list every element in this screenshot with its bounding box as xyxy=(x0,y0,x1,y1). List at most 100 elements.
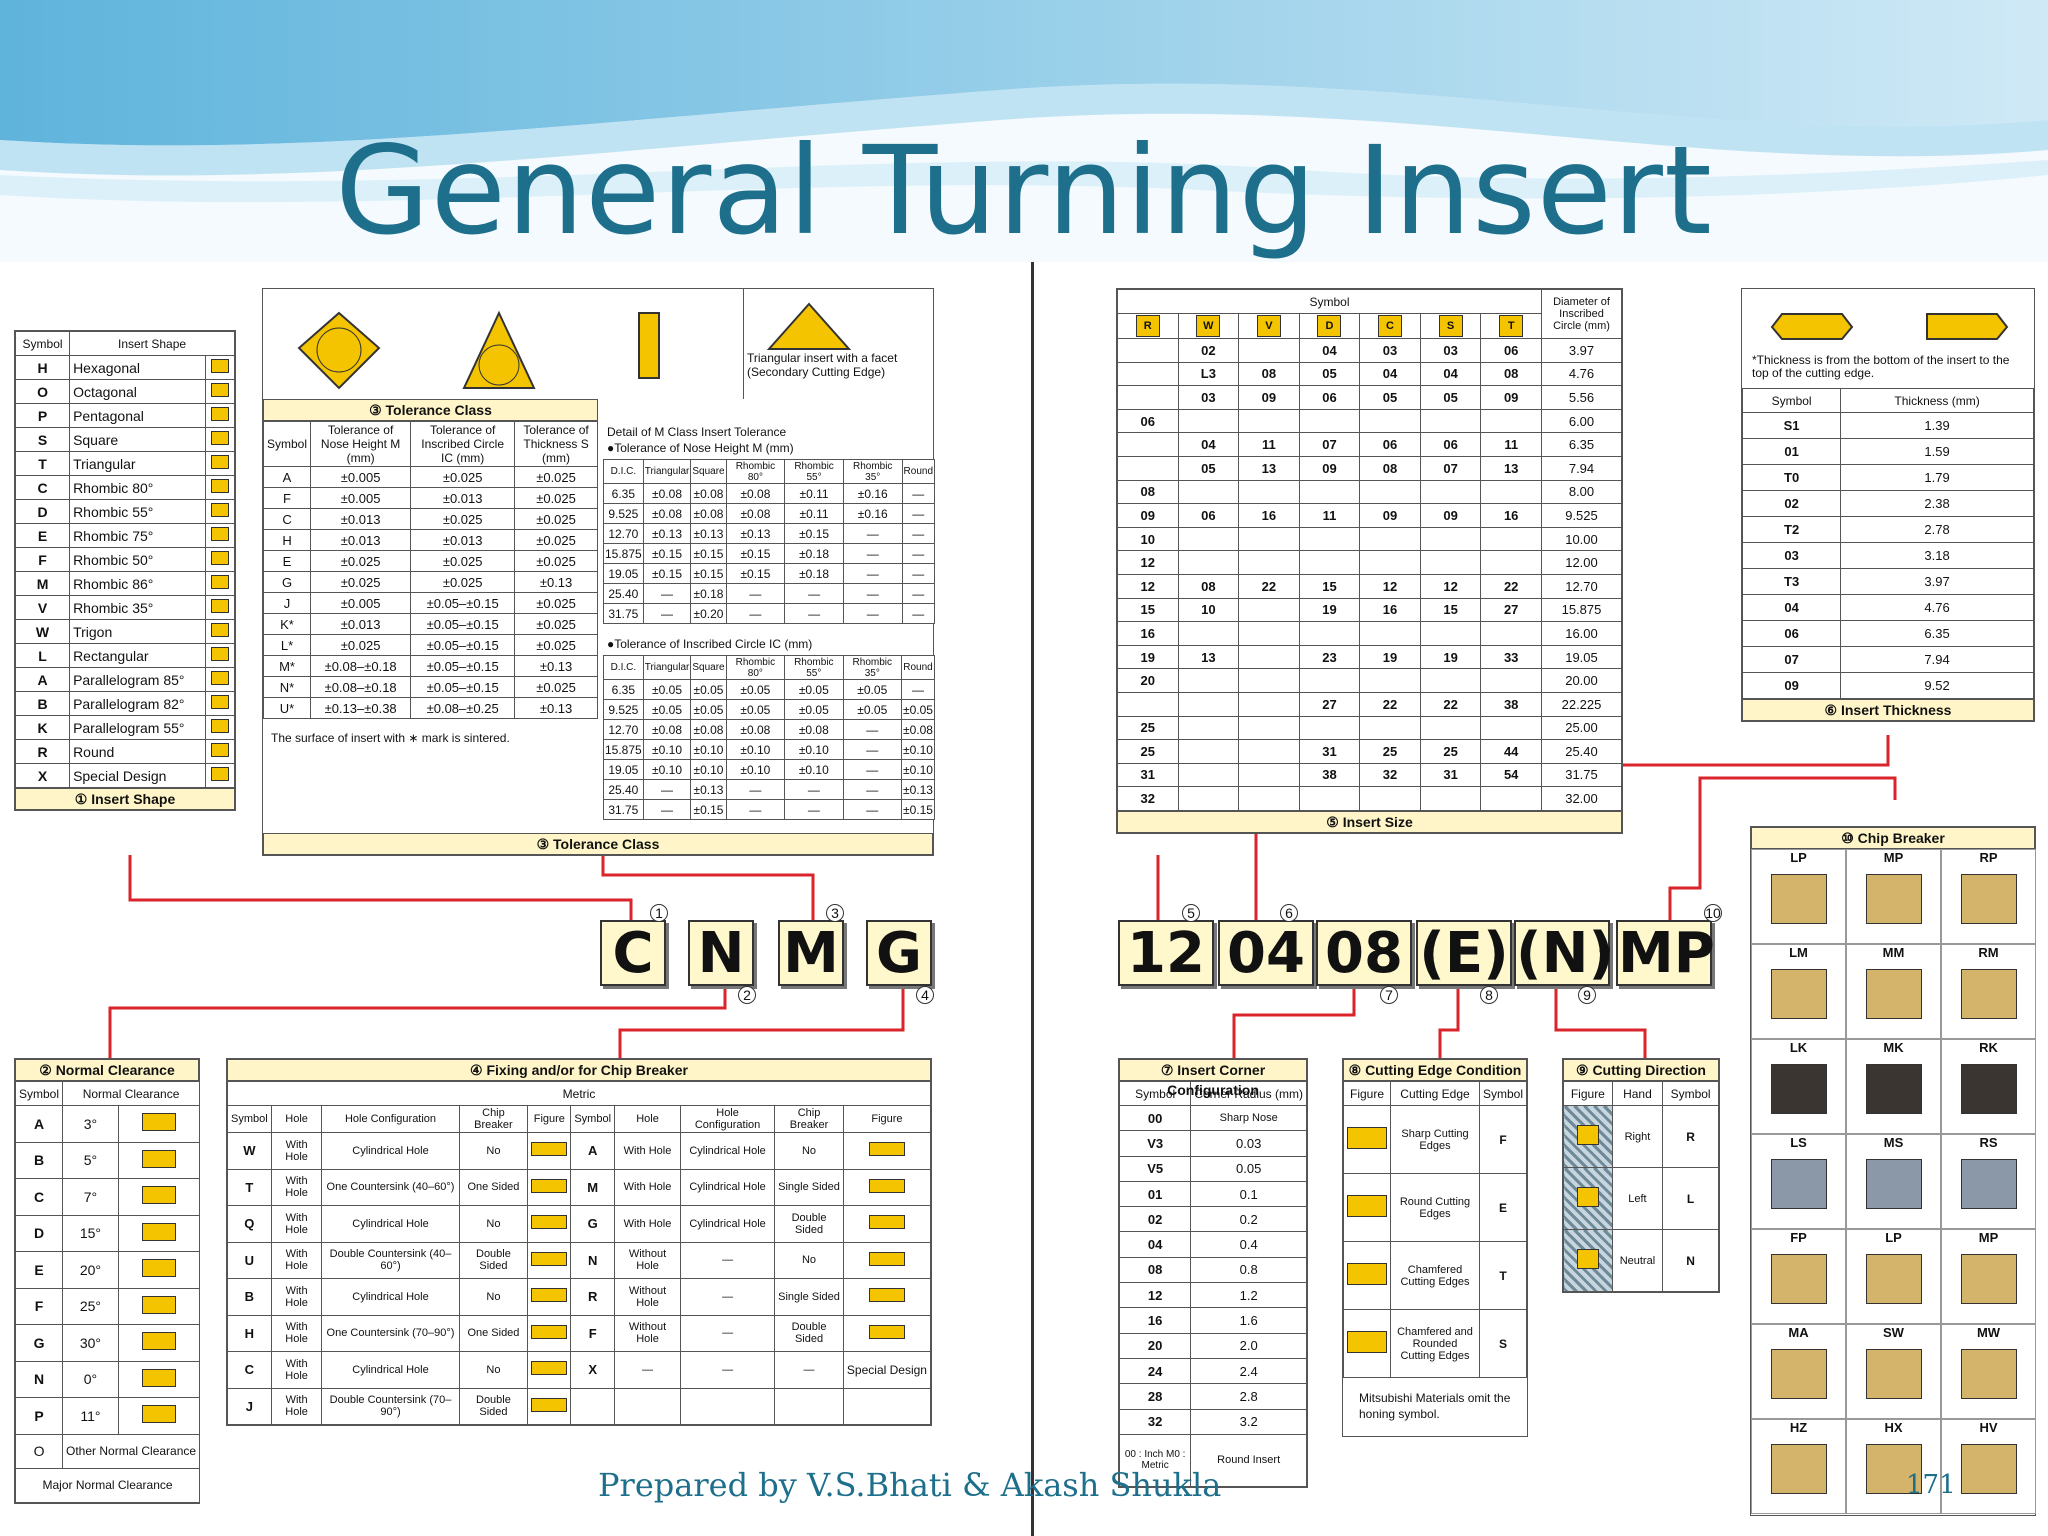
ic-cell: ±0.05 xyxy=(642,699,692,720)
nose-cell: — xyxy=(842,563,903,584)
size-cell: 16.00 xyxy=(1541,621,1622,646)
size-cell: 16 xyxy=(1117,621,1179,646)
size-cell: 04 xyxy=(1419,361,1482,387)
size-cell: 19 xyxy=(1419,644,1482,670)
fixing-cell: Double Sided xyxy=(458,1387,529,1425)
fixing-cell: W xyxy=(227,1132,272,1170)
chip-breaker-label: LP xyxy=(1885,1230,1902,1245)
tolerance-cell: ±0.025 xyxy=(514,529,598,551)
fixing-cell: Cylindrical Hole xyxy=(679,1168,776,1206)
nose-cell: ±0.16 xyxy=(842,503,903,524)
tolerance-cell: ±0.025 xyxy=(514,550,598,572)
size-cell: 06 xyxy=(1419,432,1482,457)
fixing-figure xyxy=(842,1241,932,1279)
thickness-value: 7.94 xyxy=(1840,646,2034,673)
marker-6: 6 xyxy=(1280,904,1298,922)
nose-cell: ±0.08 xyxy=(690,503,727,524)
size-cell: 32 xyxy=(1117,786,1179,811)
ic-row: 6.35±0.05±0.05±0.05±0.05±0.05— xyxy=(603,679,935,700)
shape-name: Parallelogram 55° xyxy=(69,715,207,740)
size-cell xyxy=(1298,621,1361,646)
insert-photo-icon xyxy=(1865,1444,1922,1494)
tolerance-cell: ±0.025 xyxy=(310,571,412,593)
tolerance-cell: ±0.13 xyxy=(514,571,598,593)
fixing-figure-icon xyxy=(531,1397,568,1412)
shape-icon xyxy=(205,691,235,716)
direction-insert-icon xyxy=(1576,1125,1599,1145)
thickness-note: *Thickness is from the bottom of the ins… xyxy=(1752,353,2010,380)
size-cell xyxy=(1359,408,1421,434)
corner-radius: 2.8 xyxy=(1190,1383,1307,1410)
fixing-header: Hole xyxy=(270,1105,323,1133)
insert-photo-icon xyxy=(1865,969,1922,1019)
fixing-figure-icon xyxy=(531,1215,568,1230)
thickness-symbol: 07 xyxy=(1741,646,1842,673)
nose-cell: ±0.18 xyxy=(784,543,844,564)
tolerance-cell: ±0.025 xyxy=(410,508,516,530)
nose-cell: — xyxy=(842,603,903,624)
edge-figure xyxy=(1343,1241,1391,1310)
chip-breaker-label: MP xyxy=(1883,850,1904,865)
size-cell xyxy=(1238,550,1300,575)
size-cell xyxy=(1480,550,1542,575)
fixing-cell: One Countersink (70–90°) xyxy=(321,1314,460,1352)
fixing-cell: — xyxy=(614,1351,681,1389)
nose-cell: ±0.15 xyxy=(784,523,844,544)
size-cell: 04 xyxy=(1359,361,1421,387)
chip-breaker-label: MM xyxy=(1882,945,1905,960)
shape-figure-icon xyxy=(211,455,230,469)
fixing-figure xyxy=(842,1205,932,1243)
tolerance-cell: ±0.08–±0.25 xyxy=(410,697,516,719)
shape-icon xyxy=(205,667,235,692)
fixing-cell: Without Hole xyxy=(614,1314,681,1352)
thickness-symbol: 02 xyxy=(1741,490,1842,517)
ic-cell: — xyxy=(784,779,844,800)
ic-header: Rhombic 35° xyxy=(842,655,903,680)
edge-label: Chamfered and Rounded Cutting Edges xyxy=(1390,1309,1480,1378)
shape-icon xyxy=(205,427,235,452)
size-cell: 12 xyxy=(1117,573,1179,599)
size-cell xyxy=(1117,455,1179,481)
size-cell: 08 xyxy=(1480,361,1542,387)
size-cell: 11 xyxy=(1238,432,1300,457)
edge-symbol: F xyxy=(1478,1105,1528,1174)
edge-profile-icon xyxy=(1347,1331,1387,1353)
direction-hand: Neutral xyxy=(1611,1229,1664,1292)
ic-cell: 6.35 xyxy=(603,679,644,700)
ic-cell: — xyxy=(642,799,692,820)
chip-breaker-cell: LK xyxy=(1751,1039,1846,1134)
size-cell: 09 xyxy=(1238,385,1300,410)
edge-label: Round Cutting Edges xyxy=(1390,1173,1480,1242)
tolerance-cell: ±0.08–±0.18 xyxy=(310,676,412,698)
shape-name: Round xyxy=(69,739,207,764)
nose-cell: — xyxy=(901,583,936,604)
nose-cell: ±0.08 xyxy=(725,503,786,524)
fixing-figure xyxy=(842,1278,932,1316)
size-cell xyxy=(1177,739,1240,764)
size-cell: 12 xyxy=(1419,573,1482,599)
fixing-cell: Single Sided xyxy=(774,1168,844,1206)
clearance-angle-icon xyxy=(141,1186,176,1205)
clearance-angle: 25° xyxy=(62,1287,119,1325)
ic-cell: ±0.05 xyxy=(842,679,903,700)
shape-symbol: C xyxy=(14,475,71,500)
chip-breaker-cell: LM xyxy=(1751,944,1846,1039)
ic-header: Triangular xyxy=(642,655,692,680)
tolerance-cell: ±0.025 xyxy=(514,634,598,656)
size-cell: 07 xyxy=(1298,432,1361,457)
nose-cell: ±0.08 xyxy=(725,483,786,504)
direction-symbol: N xyxy=(1662,1229,1719,1292)
edge-note: Mitsubishi Materials omit the honing sym… xyxy=(1359,1391,1511,1421)
corner-radius: 1.6 xyxy=(1190,1307,1307,1334)
size-icon-cell: V xyxy=(1238,313,1300,339)
chip-breaker-cell: RK xyxy=(1941,1039,2036,1134)
size-cell xyxy=(1238,691,1300,717)
corner-caption: ⑦ Insert Corner Configuration xyxy=(1119,1059,1307,1098)
fixing-figure-icon xyxy=(868,1142,905,1157)
size-cell: 6.00 xyxy=(1541,408,1622,434)
insert-photo-icon xyxy=(1865,1254,1922,1304)
